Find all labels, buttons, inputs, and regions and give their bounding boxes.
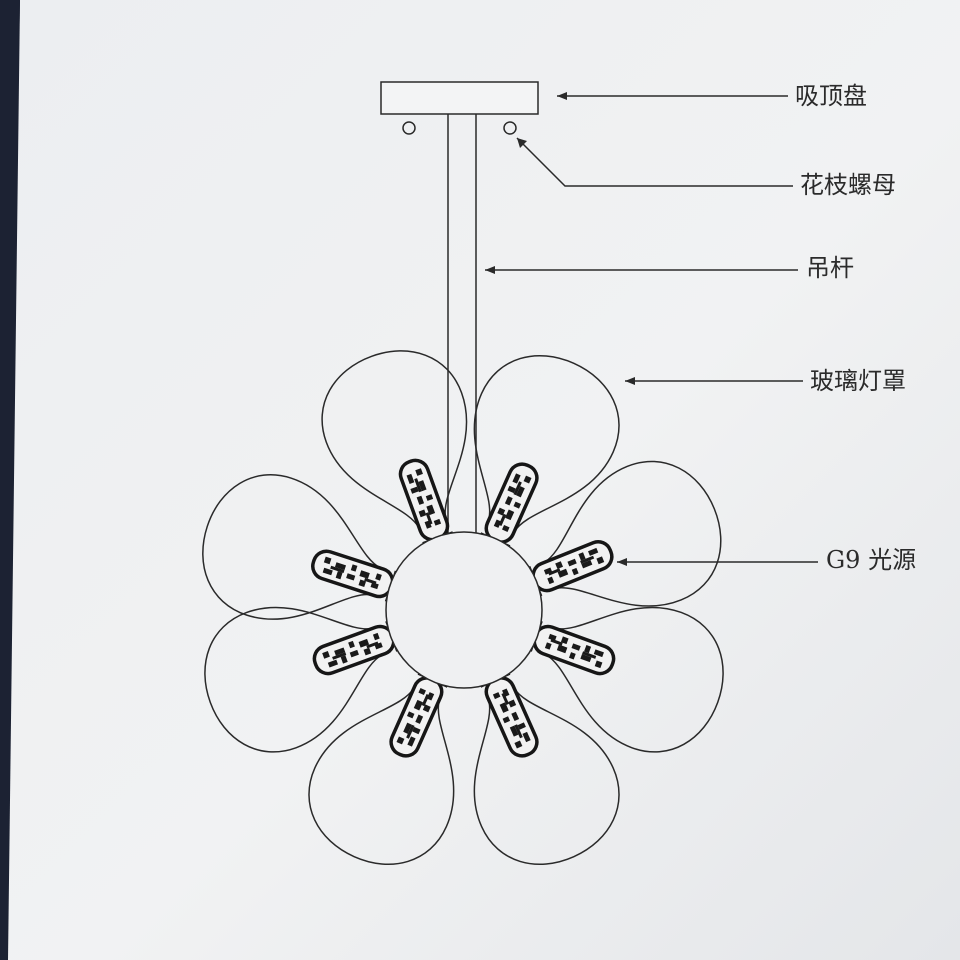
center-sphere (385, 531, 543, 689)
leader-nut (516, 137, 793, 187)
nut-right (503, 121, 517, 135)
label-canopy: 吸顶盘 (795, 82, 867, 110)
nut-left (402, 121, 416, 135)
label-light-source: G9 光源 (826, 546, 917, 574)
canopy-plate (380, 81, 539, 115)
label-glass-shade: 玻璃灯罩 (810, 367, 906, 395)
label-nut: 花枝螺母 (800, 171, 896, 199)
label-rod: 吊杆 (806, 254, 854, 282)
